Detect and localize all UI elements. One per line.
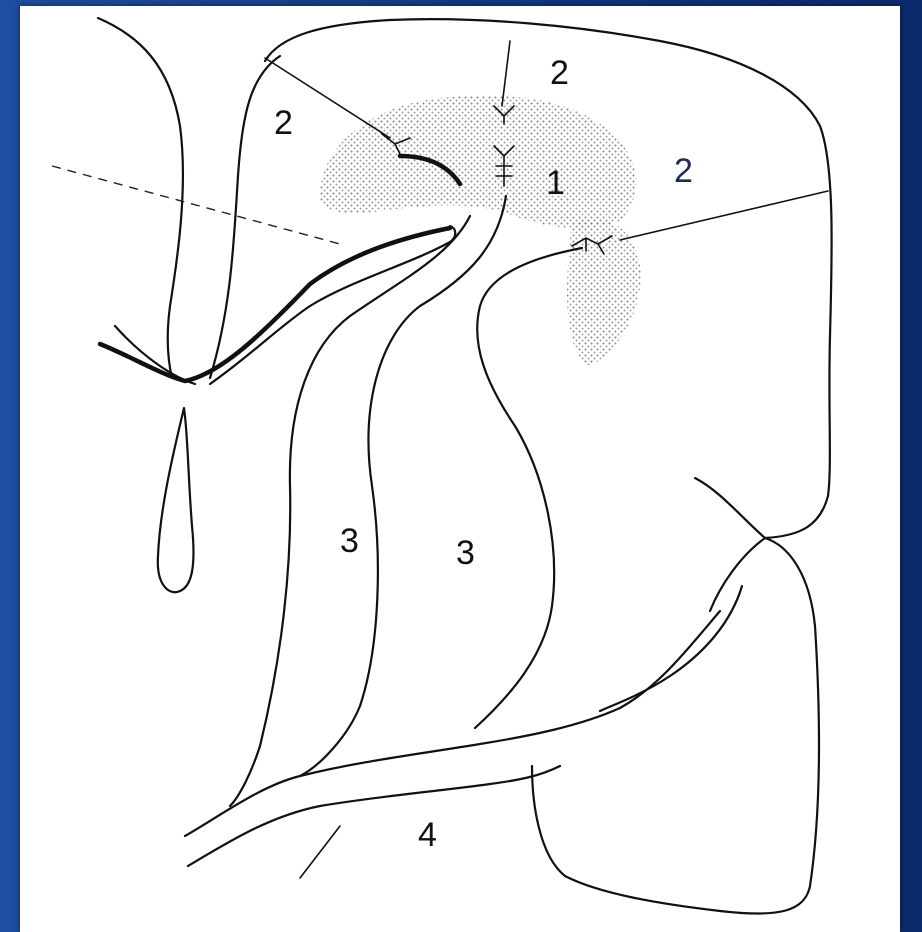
label-region-2-right: 2 [674, 154, 693, 188]
diagram-panel: 2 2 1 2 3 3 4 [20, 6, 900, 932]
label-region-3-right: 3 [456, 536, 475, 570]
central-line-left [230, 216, 470, 806]
teardrop-ventricle [158, 408, 194, 592]
central-line-right [300, 196, 506, 776]
inner-curve-right [475, 248, 582, 728]
bottom-faint-line [300, 826, 340, 878]
left-structure-outline [98, 18, 183, 378]
label-region-1: 1 [546, 166, 565, 200]
thick-band-upper [100, 228, 450, 381]
right-lower-lobe [532, 478, 819, 914]
label-region-4: 4 [418, 818, 437, 852]
dashed-guide-line [52, 166, 340, 244]
brain-section-drawing [20, 6, 900, 932]
lobe-inner-line [600, 538, 765, 711]
stippled-area-upper [320, 96, 636, 229]
bottom-band-lower [188, 766, 560, 866]
thick-band-lower [115, 226, 455, 384]
label-region-2-top: 2 [550, 56, 569, 90]
left-inner-outline [210, 56, 280, 378]
label-region-3-left: 3 [340, 524, 359, 558]
hemisphere-outline [265, 19, 832, 538]
boundary-line-right [620, 191, 828, 240]
label-region-2-left: 2 [274, 106, 293, 140]
